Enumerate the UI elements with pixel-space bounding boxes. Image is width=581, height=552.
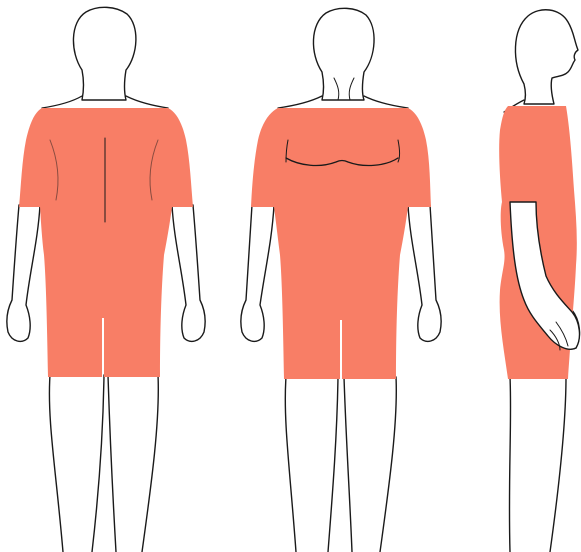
- back-head: [73, 7, 135, 100]
- back-left-forearm: [7, 205, 40, 341]
- front-bodysuit: [251, 108, 431, 379]
- front-left-forearm: [241, 205, 274, 341]
- back-bodysuit: [19, 108, 193, 377]
- back-right-forearm: [172, 205, 205, 341]
- figure-back-view: [7, 7, 205, 552]
- figure-front-view: [241, 8, 441, 552]
- front-lower-legs: [285, 377, 396, 552]
- side-head: [515, 10, 578, 104]
- side-lower-leg: [509, 377, 566, 552]
- front-right-forearm: [408, 205, 441, 341]
- figure-side-view: [499, 10, 579, 552]
- back-lower-legs: [49, 375, 158, 552]
- front-head: [313, 8, 374, 100]
